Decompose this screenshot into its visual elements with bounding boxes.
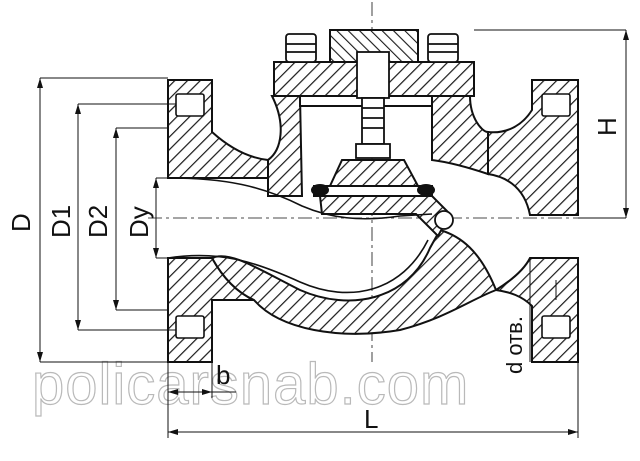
label-D: D — [6, 213, 36, 232]
valve-disc — [311, 159, 435, 197]
valve-stem — [355, 51, 391, 159]
dimension-lines — [39, 29, 627, 438]
label-Dy: Dy — [124, 206, 154, 238]
dimension-arrows — [37, 30, 629, 435]
label-D2: D2 — [83, 205, 113, 238]
flow-channel-outline — [167, 177, 433, 294]
label-H: H — [592, 117, 622, 136]
label-b: b — [216, 360, 230, 390]
label-d-holes: d отв. — [502, 316, 527, 374]
valve-body — [210, 95, 498, 335]
label-L: L — [364, 404, 378, 434]
left-flange-bolt-holes — [175, 93, 205, 339]
right-flange-bolt-holes — [541, 93, 571, 339]
bonnet-bolts — [285, 33, 459, 63]
label-D1: D1 — [46, 205, 76, 238]
body-drain-hole — [434, 210, 454, 230]
